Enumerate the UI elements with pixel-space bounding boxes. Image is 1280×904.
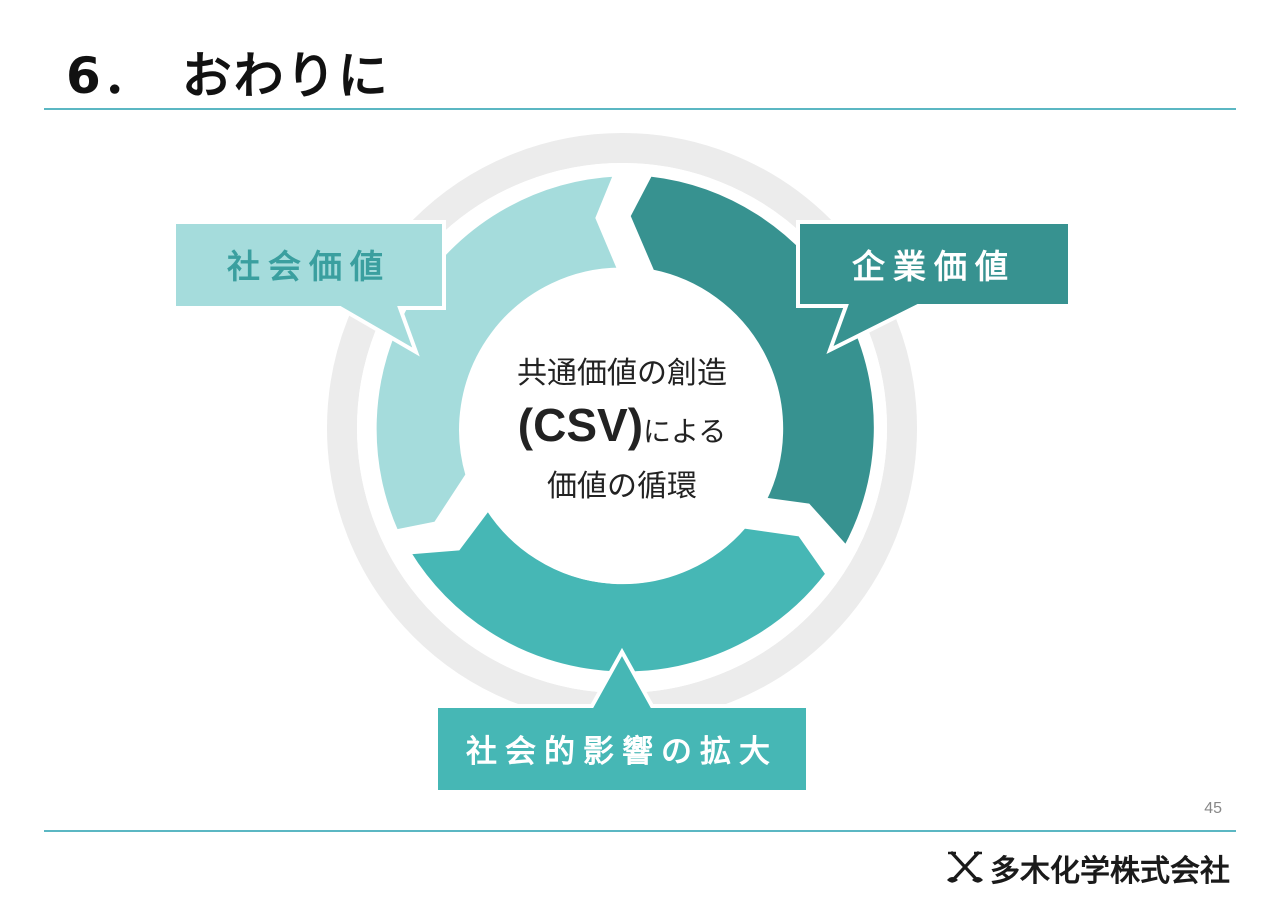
company-name: 多木化学株式会社 [990, 854, 1230, 889]
center-disk [464, 268, 780, 584]
crossed-tools-logo-icon [947, 851, 983, 883]
callout-corporate-value-label: 企業価値 [852, 247, 1016, 286]
csv-suffix: による [643, 415, 727, 448]
slide-title: 6． おわりに [66, 47, 390, 105]
footer-divider [44, 830, 1236, 832]
csv-abbreviation: (CSV) [517, 399, 644, 451]
center-caption-line3: 価値の循環 [547, 469, 697, 504]
callout-social-value-label: 社会価値 [227, 247, 391, 286]
center-caption-line2: (CSV)による [462, 396, 782, 465]
header-divider [44, 108, 1236, 110]
page-number: 45 [1204, 800, 1222, 817]
center-caption: 共通価値の創造 (CSV)による 価値の循環 [462, 352, 782, 509]
center-caption-line1: 共通価値の創造 [517, 356, 727, 391]
callout-social-value-box [172, 220, 446, 357]
callout-corporate-value-box [796, 220, 1072, 355]
callout-social-impact-label: 社会的影響の拡大 [466, 734, 778, 770]
callout-social-impact-box [434, 647, 810, 794]
company-logo: 多木化学株式会社 [946, 846, 1230, 890]
